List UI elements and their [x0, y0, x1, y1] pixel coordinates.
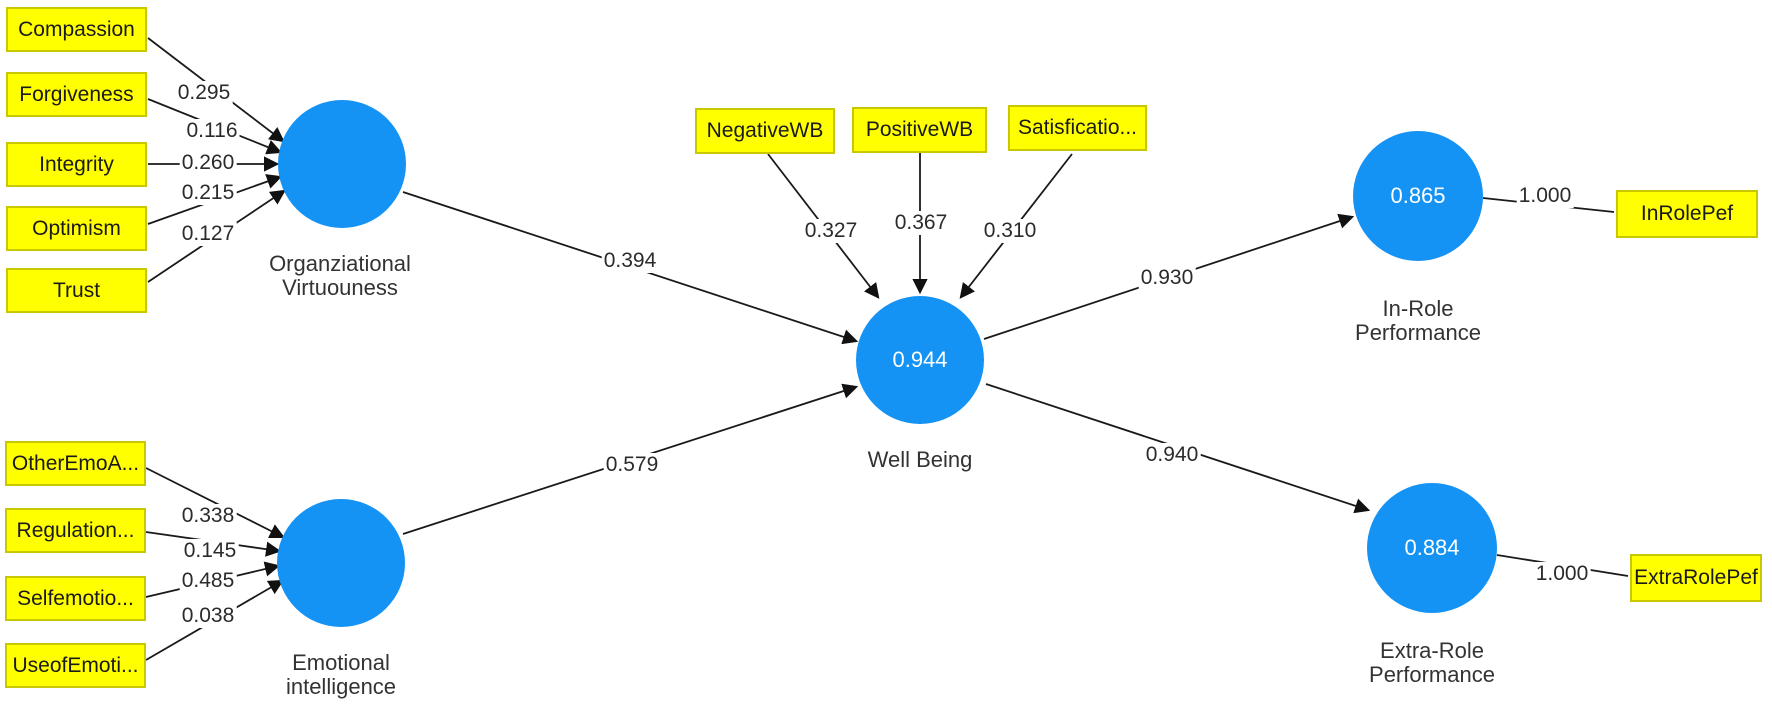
erp-name-line2: Performance	[1369, 662, 1495, 687]
loading-compassion: 0.295	[175, 81, 233, 105]
construct-well-being[interactable]: 0.944	[856, 296, 984, 424]
indicator-trust[interactable]: Trust	[6, 268, 147, 313]
loading-positivewb: 0.367	[892, 211, 950, 235]
loading-inrolepef: 1.000	[1516, 184, 1574, 208]
loading-otheremoa: 0.338	[179, 504, 237, 528]
construct-label-extra-role-performance: Extra-Role Performance	[1369, 637, 1495, 687]
path-coefficient-ei-wb: 0.579	[603, 453, 661, 477]
loading-forgiveness: 0.116	[184, 119, 240, 143]
in-role-r2-value: 0.865	[1390, 183, 1446, 208]
loading-optimism: 0.215	[179, 181, 237, 205]
indicator-integrity[interactable]: Integrity	[6, 142, 147, 187]
indicator-compassion[interactable]: Compassion	[6, 7, 147, 52]
construct-label-organizational-virtuousness: Organziational Virtuouness	[269, 250, 411, 300]
indicator-selfemotio[interactable]: Selfemotio...	[5, 576, 146, 621]
construct-organizational-virtuousness[interactable]	[278, 100, 406, 228]
ei-name-line2: intelligence	[285, 674, 397, 699]
path-coefficient-wb-erp: 0.940	[1143, 443, 1201, 467]
ov-name-line1: Organziational	[269, 250, 411, 276]
path-coefficient-ov-wb: 0.394	[601, 249, 659, 273]
construct-in-role-performance[interactable]: 0.865	[1353, 131, 1483, 261]
extra-role-r2-value: 0.884	[1404, 535, 1460, 560]
indicator-positivewb[interactable]: PositiveWB	[852, 107, 987, 153]
indicator-satisfication[interactable]: Satisficatio...	[1008, 105, 1147, 151]
indicator-forgiveness[interactable]: Forgiveness	[6, 72, 147, 117]
loading-negativewb: 0.327	[802, 219, 860, 243]
loading-satisfication: 0.310	[981, 219, 1039, 243]
ei-name-line1: Emotional	[292, 649, 390, 675]
construct-extra-role-performance[interactable]: 0.884	[1367, 483, 1497, 613]
indicator-optimism[interactable]: Optimism	[6, 206, 147, 251]
indicator-extrarolepef[interactable]: ExtraRolePef	[1630, 554, 1762, 602]
loading-regulation: 0.145	[181, 539, 239, 563]
path-coefficient-wb-irp: 0.930	[1138, 266, 1196, 290]
indicator-regulation[interactable]: Regulation...	[5, 508, 146, 553]
irp-name-line1: In-Role	[1382, 295, 1454, 321]
irp-name-line2: Performance	[1355, 320, 1481, 345]
construct-label-in-role-performance: In-Role Performance	[1355, 295, 1481, 345]
construct-label-emotional-intelligence: Emotional intelligence	[285, 649, 397, 699]
indicator-inrolepef[interactable]: InRolePef	[1616, 190, 1758, 238]
ov-name-line2: Virtuouness	[282, 275, 398, 300]
construct-emotional-intelligence[interactable]	[277, 499, 405, 627]
construct-label-well-being: Well Being	[867, 446, 973, 472]
loading-integrity: 0.260	[179, 151, 237, 175]
indicator-otheremoa[interactable]: OtherEmoA...	[5, 441, 146, 486]
loading-extrarolepef: 1.000	[1533, 562, 1591, 586]
loading-useofemoti: 0.038	[179, 604, 237, 628]
erp-name-line1: Extra-Role	[1380, 637, 1484, 663]
loading-selfemotio: 0.485	[179, 569, 237, 593]
loading-trust: 0.127	[179, 222, 237, 246]
well-being-r2-value: 0.944	[892, 347, 948, 372]
indicator-negativewb[interactable]: NegativeWB	[695, 108, 835, 154]
indicator-useofemoti[interactable]: UseofEmoti...	[5, 643, 146, 688]
